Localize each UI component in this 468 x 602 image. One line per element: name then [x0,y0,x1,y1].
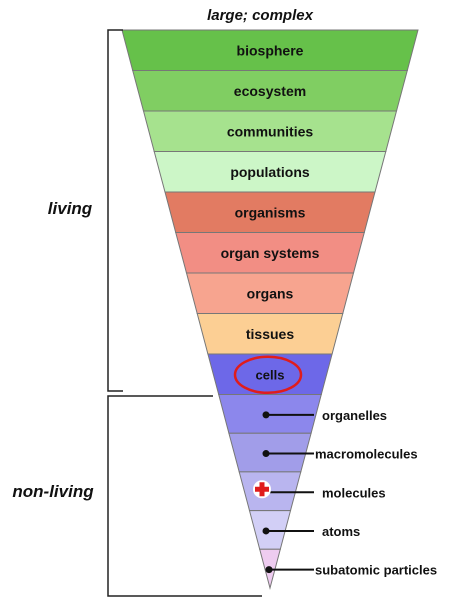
band-label-ecosystem: ecosystem [234,83,306,99]
sublevel-label-macromolecules: macromolecules [315,447,418,462]
non-living-bracket [107,395,262,597]
living-bracket [107,29,123,392]
sublevel-label-organelles: organelles [322,408,387,423]
band-label-biosphere: biosphere [237,42,304,58]
pyramid-header: large; complex [207,7,314,24]
sublevel-label-subatomic-particles: subatomic particles [315,563,437,578]
pointer-dot-macromolecules [262,450,270,458]
band-label-cells: cells [256,367,285,382]
band-label-populations: populations [230,164,310,180]
pyramid-bands: biosphere ecosystem communities populations… [121,29,437,590]
band-label-organs: organs [247,285,294,301]
red-cross-icon [253,480,271,499]
pointer-dot-organelles [262,411,270,419]
band-label-tissues: tissues [246,326,294,342]
group-brackets: living non-living [12,29,262,597]
sublevel-label-molecules: molecules [322,485,386,500]
living-label: living [48,199,93,218]
pointer-dot-subatomic-particles [265,566,273,574]
non-living-label: non-living [12,482,94,501]
band-label-communities: communities [227,123,314,139]
band-label-organ-systems: organ systems [221,245,320,261]
highlight-circle [233,355,303,395]
band-label-organisms: organisms [235,204,306,220]
sublevel-label-atoms: atoms [322,524,360,539]
pointer-dot-atoms [262,527,270,535]
